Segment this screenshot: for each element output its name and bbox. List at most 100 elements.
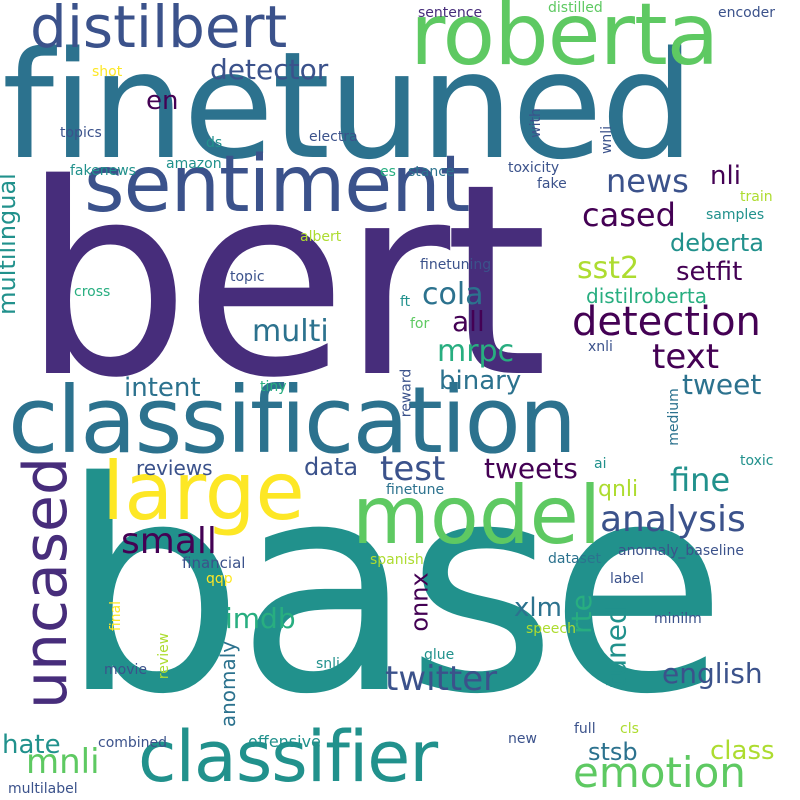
word-stsb: stsb [588, 738, 638, 766]
word-cola: cola [422, 277, 484, 312]
word-snli: snli [316, 656, 340, 672]
word-albert: albert [300, 229, 342, 245]
word-minilm: minilm [654, 611, 702, 627]
word-cross: cross [74, 284, 111, 300]
word-fake: fake [537, 176, 567, 192]
word-with: with [527, 108, 544, 138]
word-glue: glue [424, 647, 455, 663]
word-combined: combined [98, 735, 168, 751]
word-detection: detection [572, 299, 761, 345]
word-qqp: qqp [206, 571, 233, 587]
word-dataset: dataset [548, 551, 601, 567]
word-roberta: roberta [410, 0, 719, 85]
word-sentence: sentence [418, 5, 483, 21]
word-tiny: tiny [260, 379, 287, 395]
word-movie: movie [104, 662, 147, 678]
word-test: test [380, 449, 446, 489]
word-wnli: wnli [599, 125, 616, 155]
word-tuned: tuned [599, 606, 633, 688]
word-small: small [121, 521, 217, 562]
word-ft: ft [400, 294, 411, 310]
word-tweet: tweet [682, 368, 762, 401]
word-finetuning: finetuning [420, 257, 492, 273]
word-topics: topics [60, 125, 102, 141]
word-imdb: imdb [225, 602, 296, 635]
word-samples: samples [706, 207, 765, 223]
word-sentiment: sentiment [84, 140, 470, 230]
word-shot: shot [92, 64, 123, 80]
word-mnli: mnli [26, 742, 100, 782]
word-detector: detector [210, 53, 329, 86]
word-toxicity: toxicity [508, 160, 560, 176]
word-en: en [146, 86, 179, 116]
word-fine: fine [670, 461, 731, 499]
word-all: all [452, 305, 485, 338]
word-electra: electra [309, 129, 358, 145]
word-reviews: reviews [136, 456, 213, 480]
word-emotion: emotion [573, 748, 746, 797]
word-news: news [606, 162, 689, 200]
word-nli: nli [710, 161, 741, 191]
word-twitter: twitter [385, 659, 498, 699]
word-multilabel: multilabel [8, 781, 78, 797]
word-hate: hate [2, 730, 61, 760]
word-es: es [380, 164, 396, 180]
word-analysis: analysis [600, 499, 746, 540]
word-review: review [156, 632, 173, 680]
word-new: new [508, 731, 537, 747]
word-offensive: offensive [248, 732, 321, 751]
word-encoder: encoder [718, 5, 776, 21]
word-speech: speech [526, 621, 576, 637]
word-uncased: uncased [11, 456, 82, 710]
word-english: english [662, 657, 763, 690]
word-sst2: sst2 [577, 251, 640, 286]
word-ds: ds [206, 135, 223, 151]
word-final: final [108, 600, 125, 632]
word-for: for [410, 316, 430, 332]
word-amazon: amazon [166, 156, 222, 172]
word-full: full [574, 721, 596, 737]
word-distilbert: distilbert [30, 0, 288, 61]
word-base: base [60, 421, 727, 758]
word-ai: ai [594, 456, 607, 472]
word-multi: multi [252, 314, 329, 349]
word-tweets: tweets [484, 452, 578, 485]
word-label: label [610, 571, 644, 587]
word-classification: classification [8, 367, 577, 474]
word-class: class [710, 736, 775, 766]
word-finetuned: finetuned [2, 20, 695, 192]
word-cased: cased [582, 196, 676, 234]
word-classifier: classifier [138, 716, 438, 798]
word-setfit: setfit [676, 257, 743, 287]
word-intent: intent [124, 373, 201, 403]
word-reward: reward [398, 368, 415, 418]
word-distilled: distilled [548, 0, 603, 16]
word-xlm: xlm [514, 593, 562, 623]
word-xnli: xnli [588, 339, 613, 355]
word-data: data [304, 453, 359, 481]
word-finetune: finetune [386, 482, 445, 498]
word-financial: financial [182, 554, 246, 572]
word-large: large [102, 445, 305, 538]
word-topic: topic [230, 269, 265, 285]
word-deberta: deberta [670, 229, 764, 257]
word-spanish: spanish [370, 552, 424, 568]
word-mrpc: mrpc [437, 334, 515, 369]
word-binary: binary [439, 366, 522, 396]
word-cls: cls [620, 721, 639, 737]
word-fakenews: fakenews [70, 163, 136, 179]
word-medium: medium [665, 388, 682, 446]
word-model: model [352, 469, 602, 562]
word-qnli: qnli [598, 477, 639, 502]
word-bert: bert [22, 128, 548, 436]
word-multilingual: multilingual [0, 173, 21, 315]
word-text: text [652, 337, 720, 377]
word-anomaly: anomaly [216, 640, 241, 728]
word-stance: stance [408, 164, 455, 180]
word-toxic: toxic [740, 453, 774, 469]
word-train: train [740, 189, 773, 205]
word-onnx: onnx [405, 572, 434, 632]
word-distilroberta: distilroberta [586, 284, 707, 308]
word-anomaly-baseline: anomaly_baseline [618, 543, 745, 559]
